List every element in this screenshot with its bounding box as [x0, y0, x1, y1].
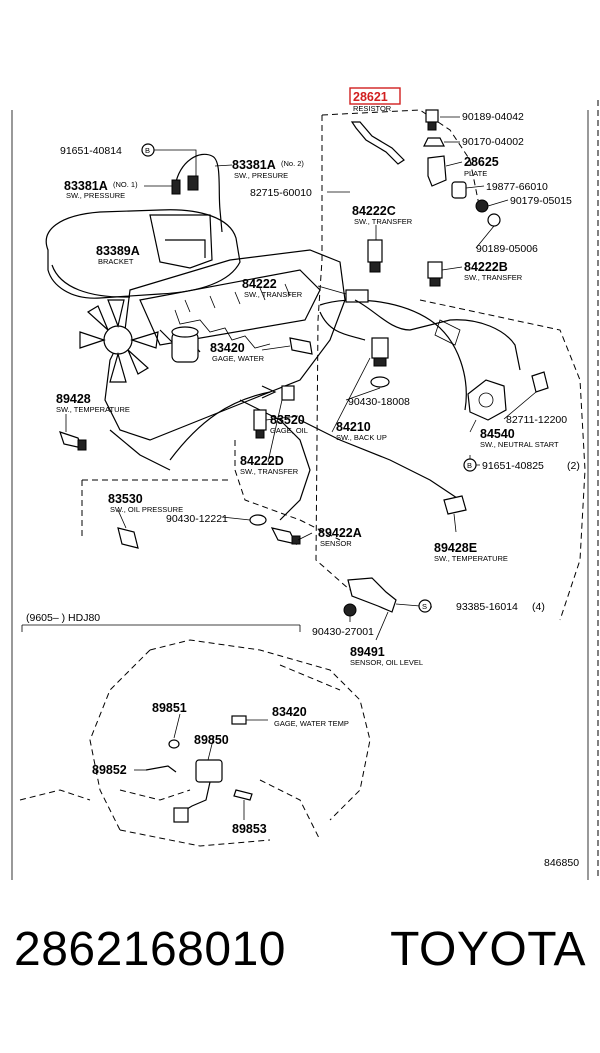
- label-82711-12200: 82711-12200: [506, 414, 567, 426]
- desc-83420: GAGE, WATER: [212, 354, 265, 363]
- label-28621: 28621: [353, 90, 388, 104]
- label-91651-40814: 91651-40814: [60, 145, 122, 157]
- label-84222c: 84222C: [352, 204, 396, 218]
- label-83530: 83530: [108, 492, 143, 506]
- desc-83530: SW., OIL PRESSURE: [110, 505, 183, 514]
- suffix-83381a-no2: (No. 2): [281, 159, 304, 168]
- desc-83389a: BRACKET: [98, 257, 134, 266]
- label-82715-60010: 82715-60010: [250, 187, 312, 199]
- desc-84222: SW., TRANSFER: [244, 290, 303, 299]
- desc-89491: SENSOR, OIL LEVEL: [350, 658, 423, 667]
- reference-lines: [11, 100, 599, 880]
- label-90430-12221: 90430-12221: [166, 513, 228, 525]
- desc-89428: SW., TEMPERATURE: [56, 405, 130, 414]
- desc-84540: SW., NEUTRAL START: [480, 440, 559, 449]
- label-89853: 89853: [232, 822, 267, 836]
- label-90189-04042: 90189-04042: [462, 111, 524, 123]
- suffix-83381a-no1: (NO. 1): [113, 180, 138, 189]
- figure-number: 846850: [544, 857, 579, 869]
- label-84222d: 84222D: [240, 454, 284, 468]
- desc-84222c: SW., TRANSFER: [354, 217, 413, 226]
- label-84222: 84222: [242, 277, 277, 291]
- label-90170-04002: 90170-04002: [462, 136, 524, 148]
- desc-83381a-no2: SW., PRESURE: [234, 171, 288, 180]
- part-number: 2862168010: [14, 923, 286, 976]
- label-28625: 28625: [464, 155, 499, 169]
- highlight-box: [349, 87, 401, 105]
- brand-name: TOYOTA: [390, 923, 586, 976]
- hdj80-section: [19, 624, 371, 847]
- label-89852: 89852: [92, 763, 127, 777]
- desc-89422a: SENSOR: [320, 539, 352, 548]
- callout-b-2: B: [467, 461, 472, 470]
- label-89850: 89850: [194, 733, 229, 747]
- desc-83420-b: GAGE, WATER TEMP: [274, 719, 349, 728]
- label-83420-b: 83420: [272, 705, 307, 719]
- desc-84222d: SW., TRANSFER: [240, 467, 299, 476]
- label-83381a-no2: 83381A: [232, 158, 276, 172]
- engine-illustration: [45, 209, 467, 521]
- fan-illustration: [79, 299, 159, 383]
- desc-84210: SW., BACK UP: [336, 433, 387, 442]
- desc-28625: PLATE: [464, 169, 487, 178]
- part-labels: 28621 RESISTOR 90189-04042 90170-04002 2…: [26, 90, 580, 869]
- leader-lines: [65, 116, 537, 641]
- label-93385-16014: 93385-16014: [456, 601, 518, 613]
- label-89428e: 89428E: [434, 541, 477, 555]
- desc-83381a-no1: SW., PRESSURE: [66, 191, 125, 200]
- label-83520: 83520: [270, 413, 305, 427]
- desc-89428e: SW., TEMPERATURE: [434, 554, 508, 563]
- desc-83520: GAGE, OIL: [270, 426, 308, 435]
- label-90430-18008: 90430-18008: [348, 396, 410, 408]
- desc-28621: RESISTOR: [353, 104, 392, 113]
- label-19877-66010: 19877-66010: [486, 181, 548, 193]
- label-83389a: 83389A: [96, 244, 140, 258]
- suffix-93385-16014: (4): [532, 601, 545, 613]
- label-90189-05006: 90189-05006: [476, 243, 538, 255]
- label-89422a: 89422A: [318, 526, 362, 540]
- label-89428: 89428: [56, 392, 91, 406]
- section-label: (9605– ) HDJ80: [26, 612, 100, 624]
- suffix-91651-40825: (2): [567, 460, 580, 472]
- label-84222b: 84222B: [464, 260, 508, 274]
- callout-s: S: [422, 602, 427, 611]
- label-89491: 89491: [350, 645, 385, 659]
- label-89851: 89851: [152, 701, 187, 715]
- label-91651-40825: 91651-40825: [482, 460, 544, 472]
- desc-84222b: SW., TRANSFER: [464, 273, 523, 282]
- label-84210: 84210: [336, 420, 371, 434]
- part-glyphs: [59, 109, 549, 617]
- label-83381a-no1: 83381A: [64, 179, 108, 193]
- label-83420: 83420: [210, 341, 245, 355]
- label-90179-05015: 90179-05015: [510, 195, 572, 207]
- label-84540: 84540: [480, 427, 515, 441]
- label-90430-27001: 90430-27001: [312, 626, 374, 638]
- callout-b-1: B: [145, 146, 150, 155]
